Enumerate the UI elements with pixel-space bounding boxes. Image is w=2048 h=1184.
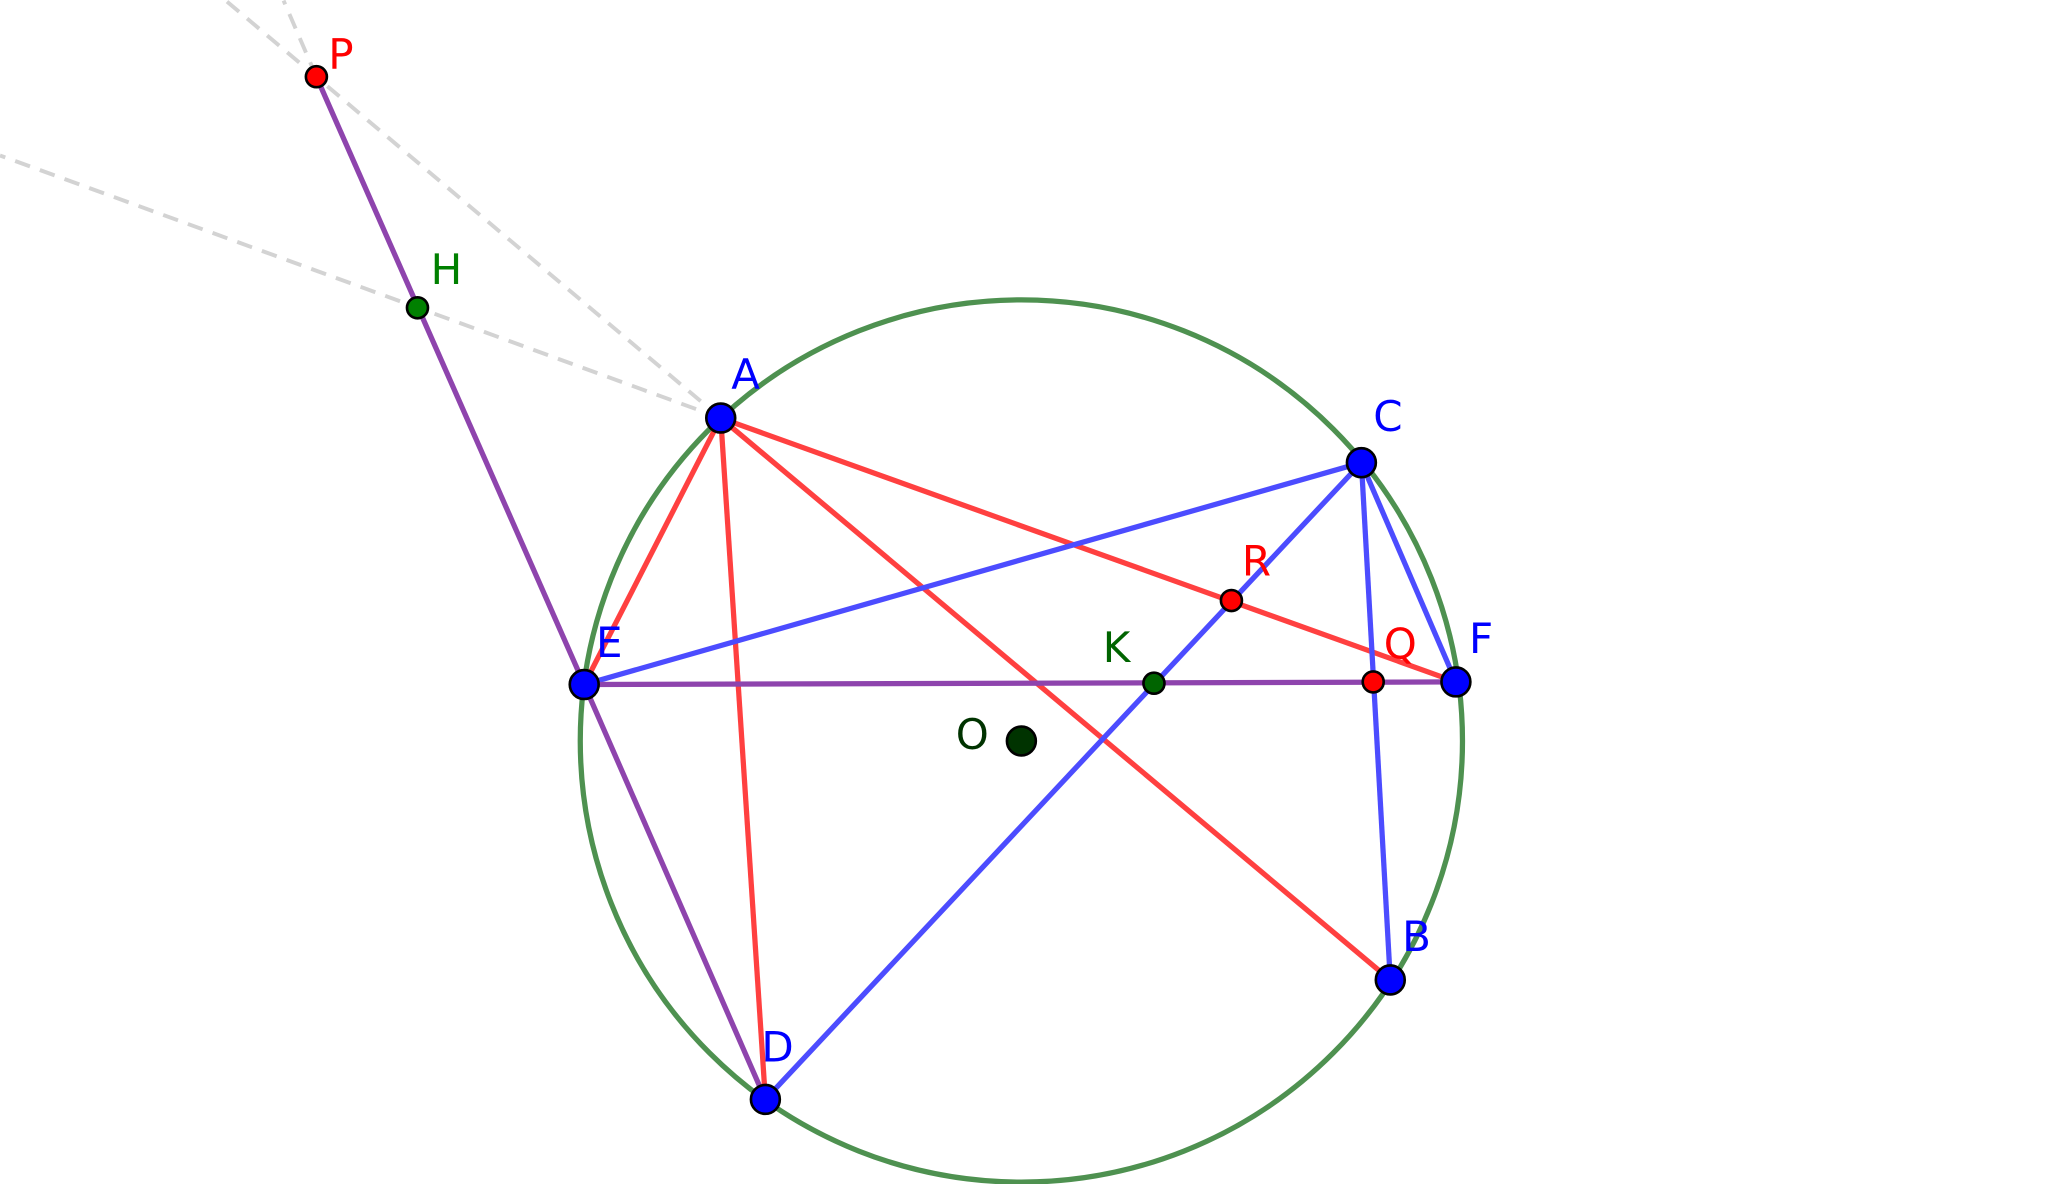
- label-C: C: [1373, 392, 1402, 441]
- segment-af[interactable]: [719, 415, 1457, 685]
- segment-cd[interactable]: [763, 460, 1364, 1102]
- segment-ec[interactable]: [583, 460, 1363, 688]
- label-E: E: [596, 618, 623, 667]
- label-R: R: [1242, 537, 1271, 586]
- label-F: F: [1469, 614, 1493, 663]
- point-O[interactable]: [1005, 725, 1038, 757]
- label-H: H: [431, 245, 463, 294]
- point-H[interactable]: [405, 295, 430, 320]
- dashed-line-ep-extension[interactable]: [281, 0, 319, 78]
- segment-ab[interactable]: [719, 416, 1392, 982]
- circle-o[interactable]: [577, 297, 1465, 1184]
- segment-cf[interactable]: [1358, 461, 1459, 683]
- point-F[interactable]: [1440, 666, 1472, 698]
- point-P[interactable]: [304, 64, 329, 89]
- point-K[interactable]: [1142, 671, 1166, 696]
- point-B[interactable]: [1374, 964, 1407, 996]
- dashed-line-ap[interactable]: [224, 0, 723, 420]
- segment-pe[interactable]: [313, 75, 587, 686]
- segment-ef[interactable]: [584, 679, 1456, 688]
- label-K: K: [1103, 623, 1132, 672]
- label-P: P: [328, 30, 353, 79]
- point-R[interactable]: [1219, 588, 1244, 613]
- label-A: A: [731, 350, 760, 399]
- segment-cb[interactable]: [1358, 462, 1393, 981]
- point-E[interactable]: [568, 668, 600, 701]
- point-A[interactable]: [704, 402, 737, 434]
- dashed-line-ah[interactable]: [0, 153, 722, 420]
- label-D: D: [761, 1022, 793, 1071]
- label-B: B: [1402, 912, 1431, 961]
- segment-ad[interactable]: [718, 417, 768, 1100]
- segment-ae[interactable]: [581, 416, 724, 686]
- segment-ed[interactable]: [581, 683, 768, 1101]
- label-O: O: [956, 710, 989, 759]
- point-C[interactable]: [1345, 446, 1378, 479]
- point-Q[interactable]: [1361, 670, 1386, 694]
- point-D[interactable]: [749, 1083, 782, 1116]
- label-Q: Q: [1384, 619, 1417, 668]
